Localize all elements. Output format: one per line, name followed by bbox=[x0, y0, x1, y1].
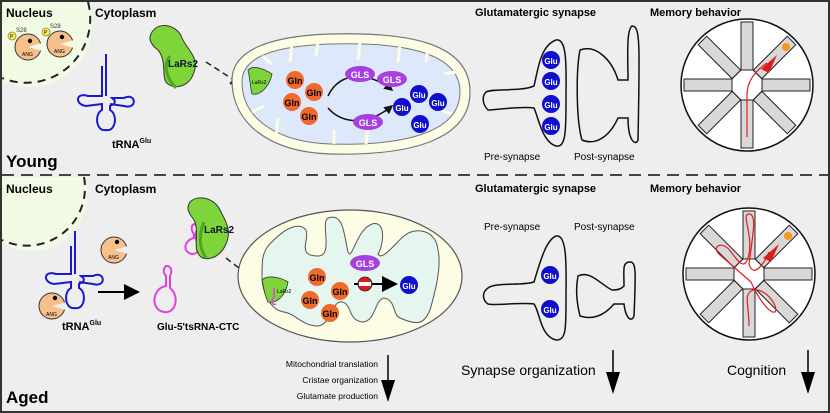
aged-panel: Nucleus Cytoplasm ANG ANG tRNAGlu Glu-5'… bbox=[1, 176, 816, 407]
young-gls-group: GLS GLS GLS bbox=[345, 66, 407, 130]
svg-text:Glu: Glu bbox=[544, 123, 557, 132]
svg-text:Glu: Glu bbox=[413, 121, 426, 130]
aged-glu bbox=[400, 276, 418, 294]
phospho-icon bbox=[7, 31, 17, 41]
svg-text:Glu: Glu bbox=[543, 306, 556, 315]
young-panel: Nucleus Cytoplasm ANG P S28 ANG P S28 tR… bbox=[1, 1, 814, 171]
young-cytoplasm-label: Cytoplasm bbox=[95, 6, 156, 20]
young-memory-title: Memory behavior bbox=[650, 7, 742, 19]
svg-text:Glu: Glu bbox=[402, 282, 415, 291]
phospho-icon bbox=[41, 27, 51, 37]
aged-mitochondrion: LaRs2 bbox=[237, 209, 463, 343]
svg-text:Gln: Gln bbox=[323, 309, 338, 319]
food-reward-icon bbox=[784, 232, 792, 240]
aged-synapse-title: Glutamatergic synapse bbox=[475, 183, 596, 195]
young-trna-label: tRNAGlu bbox=[112, 138, 151, 151]
young-gln-group: Gln Gln Gln Gln bbox=[283, 71, 323, 125]
svg-text:GLS: GLS bbox=[356, 259, 375, 269]
aged-memory-title: Memory behavior bbox=[650, 183, 742, 195]
young-label: Young bbox=[6, 152, 58, 171]
aged-lars2: LaRs2 bbox=[187, 197, 234, 260]
svg-text:GLS: GLS bbox=[359, 118, 378, 128]
decrease-arrow-mito bbox=[381, 355, 395, 402]
svg-text:LaRs2: LaRs2 bbox=[252, 80, 267, 86]
path-arrow-icon bbox=[763, 244, 779, 262]
effect-synapse: Synapse organization bbox=[461, 362, 596, 378]
aged-label: Aged bbox=[6, 388, 49, 407]
young-lars2: LaRs2 bbox=[149, 24, 198, 90]
svg-text:Glu: Glu bbox=[543, 272, 556, 281]
young-post-label: Post-synapse bbox=[574, 152, 635, 163]
aged-trna-label: tRNAGlu bbox=[62, 320, 101, 333]
young-glu-group: Glu Glu Glu Glu bbox=[393, 85, 447, 133]
decrease-arrow-cognition bbox=[801, 350, 815, 394]
svg-text:Gln: Gln bbox=[288, 76, 303, 86]
svg-text:Gln: Gln bbox=[303, 296, 318, 306]
decrease-arrow-synapse bbox=[606, 350, 620, 394]
effect-cristae: Cristae organization bbox=[302, 375, 378, 385]
svg-text:P: P bbox=[10, 34, 14, 40]
young-mitochondrion: LaRs2 bbox=[231, 33, 471, 155]
svg-text:GLS: GLS bbox=[351, 70, 370, 80]
svg-text:ANG: ANG bbox=[54, 49, 65, 55]
svg-text:LaRs2: LaRs2 bbox=[277, 289, 292, 295]
svg-text:Gln: Gln bbox=[310, 273, 325, 283]
young-pre-synapse bbox=[482, 39, 567, 147]
svg-text:ANG: ANG bbox=[46, 312, 57, 318]
aged-tsrna-label: Glu-5'tsRNA-CTC bbox=[157, 322, 239, 333]
young-synapse-title: Glutamatergic synapse bbox=[475, 7, 596, 19]
svg-text:Glu: Glu bbox=[412, 91, 425, 100]
aged-ang-1: ANG bbox=[100, 236, 128, 264]
svg-text:GLS: GLS bbox=[383, 75, 402, 85]
svg-text:Glu: Glu bbox=[431, 99, 444, 108]
young-post-synapse bbox=[576, 25, 640, 144]
effect-glutamate: Glutamate production bbox=[297, 391, 379, 401]
aged-cytoplasm-label: Cytoplasm bbox=[95, 182, 156, 196]
aged-trna-icon bbox=[45, 231, 104, 310]
svg-text:Gln: Gln bbox=[333, 287, 348, 297]
aged-vesicles: Glu Glu bbox=[541, 266, 559, 318]
svg-text:ANG: ANG bbox=[22, 52, 33, 58]
svg-text:Gln: Gln bbox=[302, 112, 317, 122]
young-ang-1: ANG P S28 bbox=[7, 28, 42, 61]
svg-text:Glu: Glu bbox=[544, 57, 557, 66]
young-radial-maze bbox=[680, 18, 814, 152]
aged-nucleus-label: Nucleus bbox=[6, 182, 53, 196]
svg-text:Glu: Glu bbox=[395, 104, 408, 113]
aged-post-synapse bbox=[575, 261, 636, 320]
svg-text:Gln: Gln bbox=[307, 88, 322, 98]
path-arrow-icon bbox=[761, 55, 777, 73]
svg-text:LaRs2: LaRs2 bbox=[168, 59, 198, 70]
effect-mito-translation: Mitochondrial translation bbox=[286, 359, 378, 369]
aged-radial-maze bbox=[682, 207, 816, 341]
aged-pre-synapse bbox=[482, 235, 567, 341]
svg-text:ANG: ANG bbox=[108, 255, 119, 261]
svg-text:Gln: Gln bbox=[285, 98, 300, 108]
svg-text:Glu: Glu bbox=[544, 101, 557, 110]
food-reward-icon bbox=[782, 43, 790, 51]
effect-cognition: Cognition bbox=[727, 362, 786, 378]
svg-text:LaRs2: LaRs2 bbox=[204, 225, 234, 236]
young-trna-icon bbox=[77, 54, 135, 132]
svg-text:P: P bbox=[44, 30, 48, 36]
young-vesicles: Glu Glu Glu Glu bbox=[542, 51, 560, 135]
svg-text:S28: S28 bbox=[16, 28, 27, 34]
aged-gls bbox=[350, 255, 380, 271]
svg-text:Glu: Glu bbox=[544, 78, 557, 87]
aged-ang-2: ANG bbox=[38, 292, 66, 320]
young-ang-2: ANG P S28 bbox=[41, 24, 74, 58]
aged-pre-label: Pre-synapse bbox=[484, 222, 541, 233]
svg-text:S28: S28 bbox=[50, 24, 61, 30]
inhibition-icon bbox=[357, 276, 373, 292]
aged-gln-group: Gln Gln Gln Gln bbox=[301, 268, 349, 322]
aged-post-label: Post-synapse bbox=[574, 222, 635, 233]
young-nucleus-label: Nucleus bbox=[6, 6, 53, 20]
young-pre-label: Pre-synapse bbox=[484, 152, 541, 163]
